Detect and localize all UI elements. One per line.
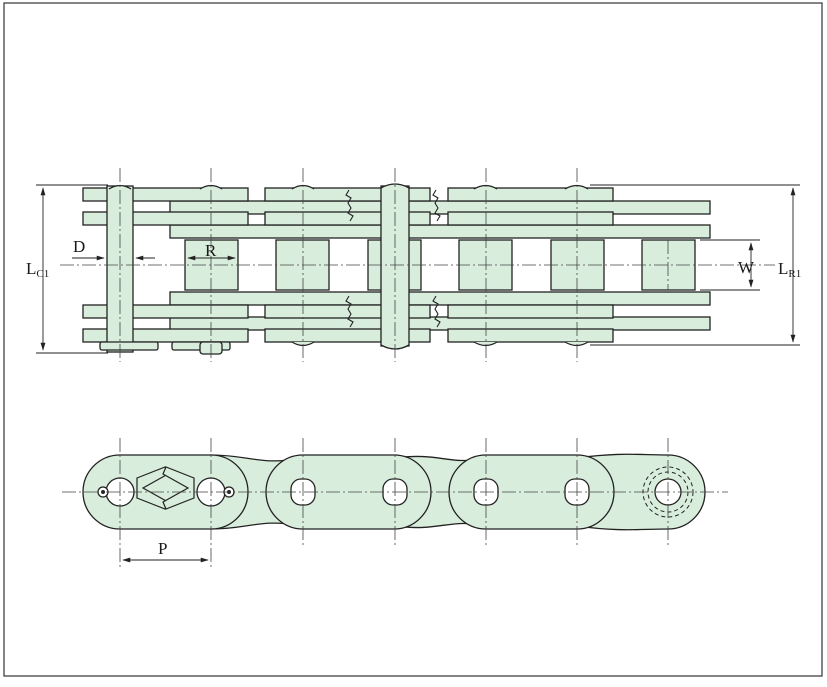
inner-plate [169,200,711,215]
dimensions-top [36,184,800,354]
center-lines-side [62,438,728,570]
lr1-label: LR1 [778,259,801,280]
pin-cap [99,341,159,351]
center-lines-top [60,168,775,362]
side-view [82,453,706,531]
inner-plate [169,224,711,239]
lc1-label: LC1 [26,259,49,280]
outer-plate [447,187,614,202]
outer-plate [447,328,614,343]
w-label: W [738,258,755,277]
p-label: P [158,539,167,558]
outer-plate [447,304,614,319]
spring-clip [136,466,195,510]
break-marks [345,189,441,328]
d-label: D [73,237,85,256]
r-label: R [205,241,217,260]
inner-plate [169,291,711,306]
inner-plate [169,316,711,331]
outer-plate [447,211,614,226]
